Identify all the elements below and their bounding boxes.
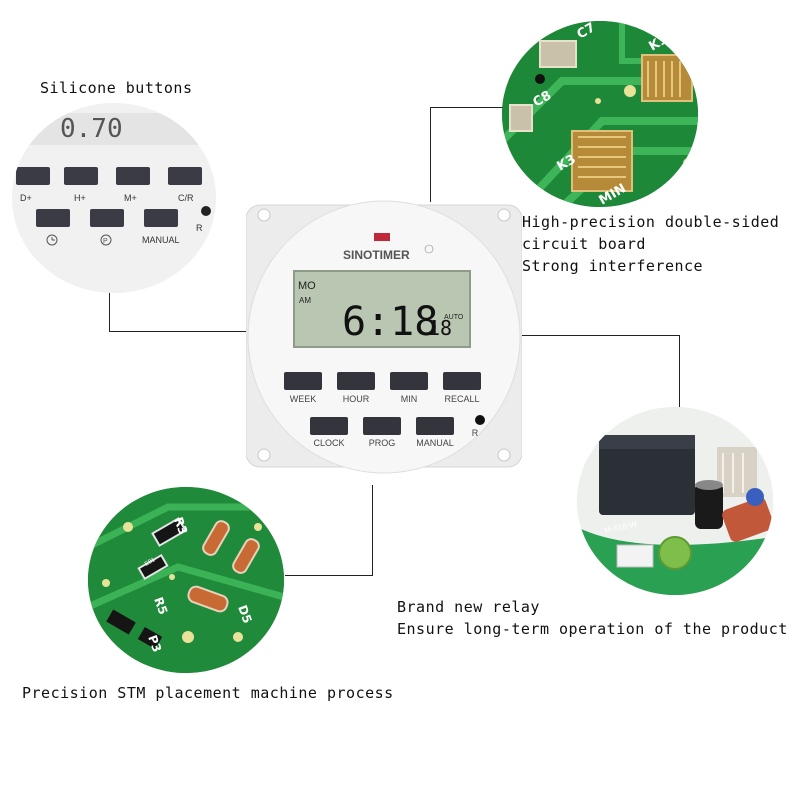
caption-circuit-board: High-precision double-sided circuit boar… (522, 211, 779, 277)
lcd-day: MO (298, 280, 316, 292)
smt-label-r3: R3 (171, 515, 190, 536)
reset-label: R (471, 428, 479, 438)
caption-stm-process: Precision STM placement machine process (22, 684, 394, 702)
closeup-silicone-buttons: 0.70 D+ H+ M+ C/R R P MANUAL (12, 103, 216, 293)
hour-label: HOUR (342, 394, 370, 404)
smt-label-r5: R5 (151, 595, 170, 616)
closeup-relay: M-618-W (577, 407, 773, 595)
lcd-seconds: 18 (428, 316, 452, 340)
closeup-label-d: D+ (20, 193, 32, 203)
closeup-label-m: M+ (124, 193, 137, 203)
caption-circuit-line-3: Strong interference (522, 257, 704, 275)
caption-relay: Brand new relay Ensure long-term operati… (397, 596, 788, 640)
closeup-label-h: H+ (74, 193, 86, 203)
caption-relay-line-2: Ensure long-term operation of the produc… (397, 620, 788, 638)
lcd-time: 6:18 (342, 299, 438, 345)
timer-device: SINOTIMER MO AM 6:18 18 AUTO WEEK HOUR M… (246, 197, 522, 487)
manual-label: MANUAL (416, 438, 454, 448)
lcd-mode: AUTO (444, 314, 464, 321)
reset-button[interactable] (475, 415, 485, 425)
manual-button[interactable] (416, 417, 454, 435)
connector-circuit-h (430, 107, 506, 108)
min-button[interactable] (390, 372, 428, 390)
clock-label: CLOCK (313, 438, 345, 448)
caption-silicone-buttons: Silicone buttons (40, 79, 193, 97)
closeup-circuit-board: C7 K1 C8 K3 MIN (502, 21, 698, 207)
clock-icon (46, 234, 58, 246)
caption-circuit-line-2: circuit board (522, 235, 646, 253)
caption-circuit-line-1: High-precision double-sided (522, 213, 780, 231)
closeup-label-r: R (196, 223, 203, 233)
smt-label-p3: P3 (145, 633, 164, 654)
clock-button[interactable] (310, 417, 348, 435)
connector-relay-v (679, 335, 680, 415)
closeup-display-digits: 0.70 (60, 114, 123, 144)
min-label: MIN (400, 394, 418, 404)
recall-label: RECALL (444, 394, 480, 404)
connector-buttons-v (109, 290, 110, 332)
closeup-smt-board: R3 R5 P3 D5 E81 (88, 487, 284, 673)
smt-label-d5: D5 (235, 603, 254, 625)
hour-button[interactable] (337, 372, 375, 390)
power-led-icon (374, 233, 390, 241)
caption-relay-line-1: Brand new relay (397, 598, 540, 616)
connector-relay-h (520, 335, 680, 336)
connector-stm-v (372, 485, 373, 575)
connector-circuit-v (430, 107, 431, 202)
lcd-ampm: AM (299, 296, 311, 305)
week-button[interactable] (284, 372, 322, 390)
prog-icon (100, 234, 112, 246)
recall-button[interactable] (443, 372, 481, 390)
connector-buttons-h (109, 331, 249, 332)
brand-logo: SINOTIMER (343, 248, 410, 262)
week-label: WEEK (289, 394, 317, 404)
closeup-label-cr: C/R (178, 193, 194, 203)
connector-stm-h (285, 575, 373, 576)
closeup-label-manual: MANUAL (142, 235, 180, 245)
svg-text:P: P (103, 238, 108, 245)
prog-button[interactable] (363, 417, 401, 435)
smt-chip-label: E81 (144, 557, 157, 568)
prog-label: PROG (368, 438, 396, 448)
